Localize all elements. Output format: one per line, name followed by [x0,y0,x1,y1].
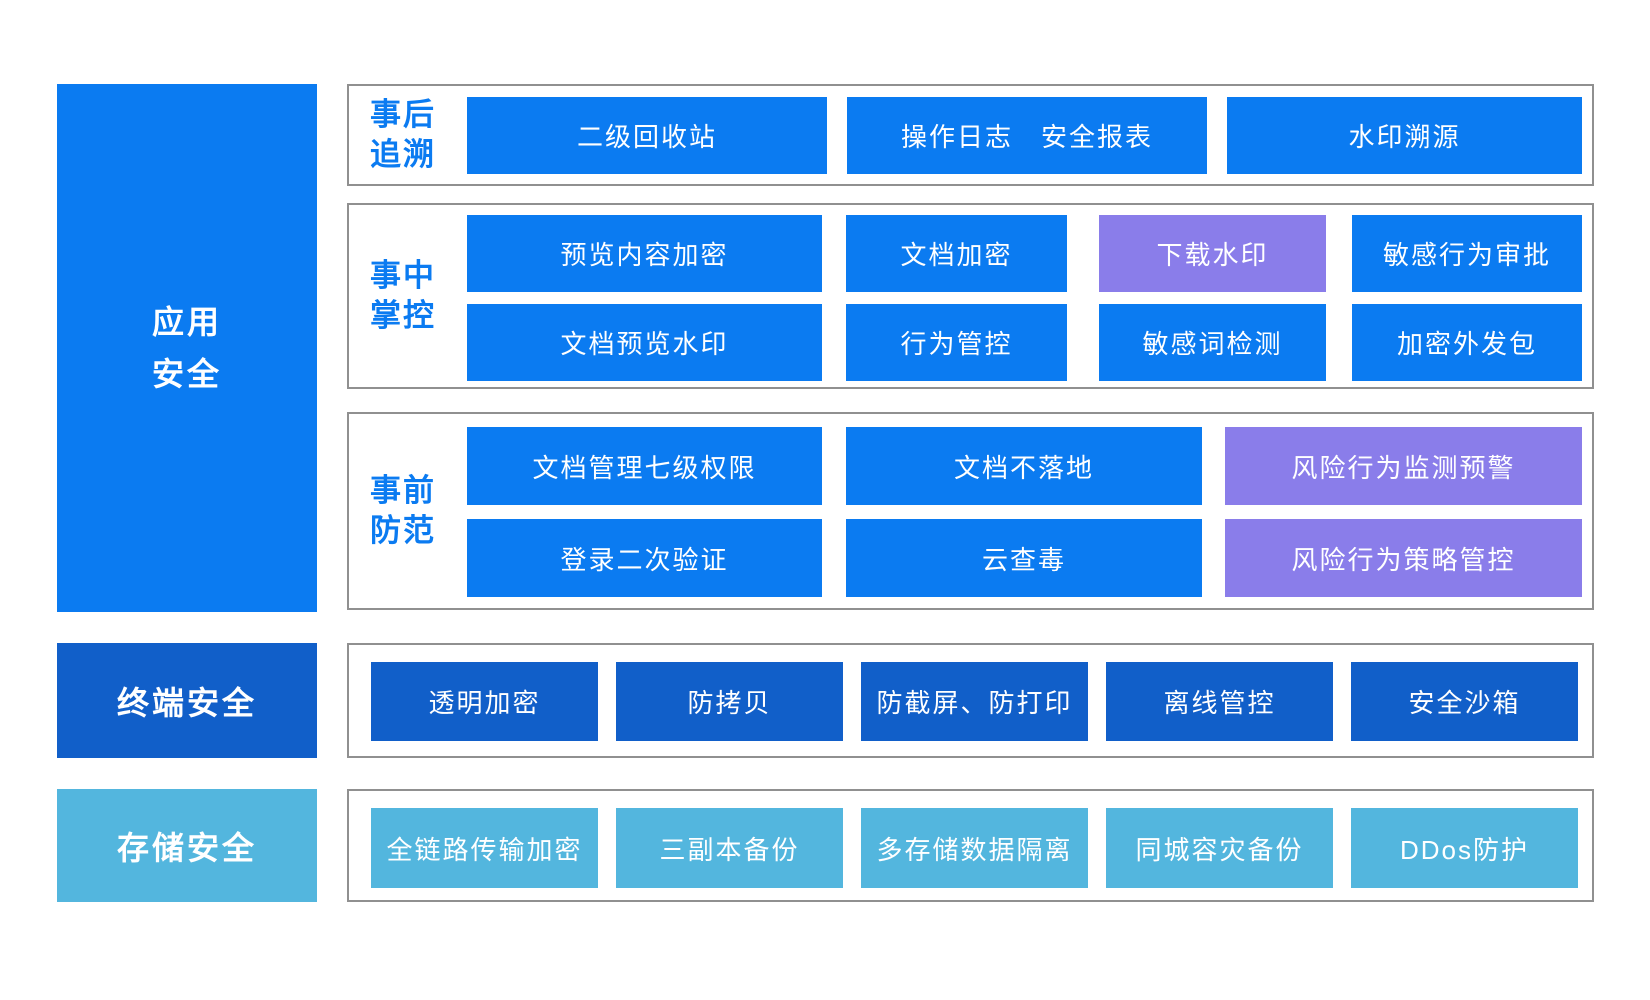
section-label-in-process: 事中 掌控 [370,256,436,336]
section-label-line1: 事后 [370,97,436,132]
section-label-line2: 掌控 [370,298,436,333]
chip-ddos-protection: DDos防护 [1351,808,1578,888]
chip-download-watermark: 下载水印 [1099,215,1326,292]
section-label-line2: 追溯 [370,137,436,172]
chip-document-encryption: 文档加密 [846,215,1067,292]
section-label-line2: 防范 [370,513,436,548]
chip-full-link-transfer-encryption: 全链路传输加密 [371,808,598,888]
chip-encrypted-outgoing-package: 加密外发包 [1352,304,1582,381]
section-in-process-control: 事中 掌控 预览内容加密 文档加密 下载水印 敏感行为审批 文档预览水印 行为管… [347,203,1594,389]
chip-multi-storage-data-isolation: 多存储数据隔离 [861,808,1088,888]
chip-sensitive-action-approval: 敏感行为审批 [1352,215,1582,292]
chip-watermark-trace: 水印溯源 [1227,97,1582,174]
section-label-line1: 事中 [370,258,436,293]
chip-doc-no-landing: 文档不落地 [846,427,1202,505]
category-terminal-security: 终端安全 [57,643,317,758]
chip-risk-behavior-monitoring-warning: 风险行为监测预警 [1225,427,1582,505]
section-label-post-event: 事后 追溯 [370,95,436,175]
section-label-pre-event: 事前 防范 [370,471,436,551]
chip-sensitive-word-detection: 敏感词检测 [1099,304,1326,381]
chip-anti-copy: 防拷贝 [616,662,843,741]
section-pre-event-prevention: 事前 防范 文档管理七级权限 文档不落地 风险行为监测预警 登录二次验证 云查毒… [347,412,1594,610]
chip-login-second-verification: 登录二次验证 [467,519,822,597]
chip-document-preview-watermark: 文档预览水印 [467,304,822,381]
section-post-event-tracing: 事后 追溯 二级回收站 操作日志 安全报表 水印溯源 [347,84,1594,186]
chip-preview-content-encryption: 预览内容加密 [467,215,822,292]
category-app-security-line1: 应用 [151,304,222,340]
chip-operation-log-security-report: 操作日志 安全报表 [847,97,1207,174]
chip-doc-seven-level-permission: 文档管理七级权限 [467,427,822,505]
chip-recycle-bin: 二级回收站 [467,97,827,174]
chip-transparent-encryption: 透明加密 [371,662,598,741]
chip-same-city-disaster-recovery-backup: 同城容灾备份 [1106,808,1333,888]
chip-behavior-control: 行为管控 [846,304,1067,381]
category-app-security: 应用 安全 [57,84,317,612]
section-terminal-security: 透明加密 防拷贝 防截屏、防打印 离线管控 安全沙箱 [347,643,1594,758]
chip-anti-screenshot-anti-print: 防截屏、防打印 [861,662,1088,741]
chip-offline-control: 离线管控 [1106,662,1333,741]
section-storage-security: 全链路传输加密 三副本备份 多存储数据隔离 同城容灾备份 DDos防护 [347,789,1594,902]
category-app-security-line2: 安全 [151,356,222,392]
section-label-line1: 事前 [370,473,436,508]
category-storage-security: 存储安全 [57,789,317,902]
chip-security-sandbox: 安全沙箱 [1351,662,1578,741]
chip-cloud-antivirus: 云查毒 [846,519,1202,597]
chip-three-replica-backup: 三副本备份 [616,808,843,888]
chip-risk-behavior-policy-control: 风险行为策略管控 [1225,519,1582,597]
